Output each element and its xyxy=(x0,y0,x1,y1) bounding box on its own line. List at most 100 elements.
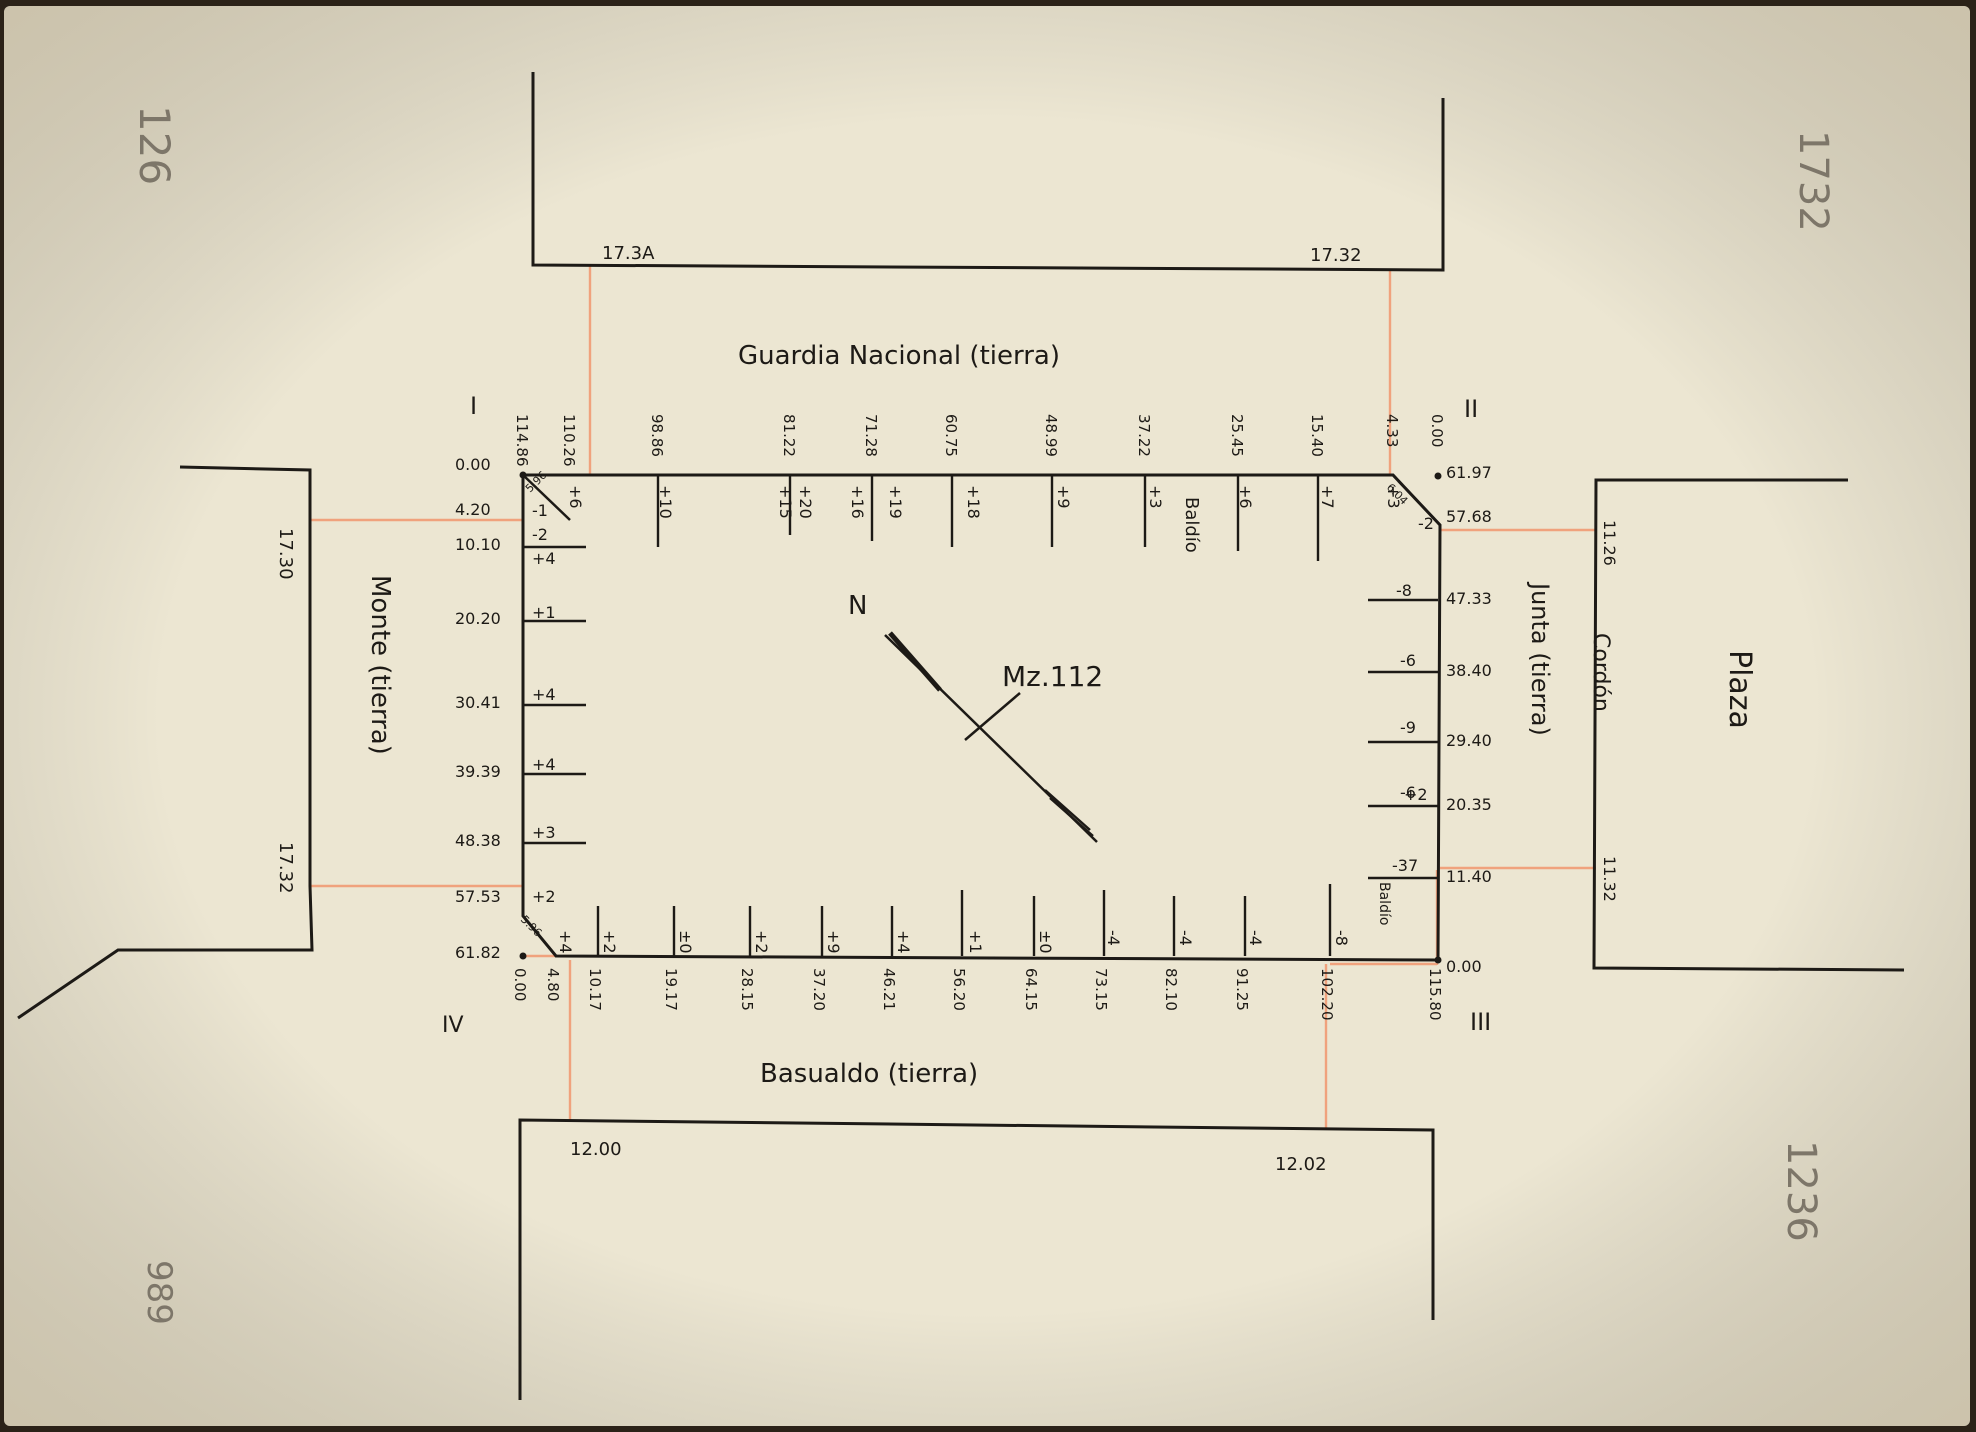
street-south-name: Basualdo (tierra) xyxy=(760,1059,978,1089)
width-north-right: 17.32 xyxy=(1310,245,1362,266)
south-distance-label: 37.20 xyxy=(810,968,828,1011)
south-width-label: -4 xyxy=(1104,930,1123,946)
east-width-label: -9 xyxy=(1400,718,1416,737)
corner-1-label: I xyxy=(470,392,477,420)
west-width-label: -1 xyxy=(532,501,548,520)
north-distance-label: 110.26 xyxy=(560,414,578,467)
south-distance-label: 10.17 xyxy=(586,968,604,1011)
lot-division-lines xyxy=(523,475,1438,956)
east-width-label: -6 xyxy=(1400,783,1416,802)
street-west-name: Monte (tierra) xyxy=(365,575,395,755)
south-distance-label: 102.20 xyxy=(1318,968,1336,1021)
south-distance-label: 56.20 xyxy=(950,968,968,1011)
corner-4-label: IV xyxy=(442,1013,464,1038)
north-width-label: +7 xyxy=(1318,485,1337,509)
south-width-label: -4 xyxy=(1246,930,1265,946)
west-distance-label: 10.10 xyxy=(455,535,501,554)
south-distance-label: 0.00 xyxy=(511,968,529,1001)
south-distance-label: 82.10 xyxy=(1162,968,1180,1011)
north-distance-label: 25.45 xyxy=(1228,414,1246,457)
east-width-label: -8 xyxy=(1396,581,1412,600)
north-width-label: +9 xyxy=(1054,485,1073,509)
west-width-label: +1 xyxy=(532,603,556,622)
west-distance-label: 57.53 xyxy=(455,887,501,906)
width-south-left: 12.00 xyxy=(570,1139,622,1160)
east-distance-label: 29.40 xyxy=(1446,731,1492,750)
plaza-label: Plaza xyxy=(1722,650,1757,729)
south-width-label: +1 xyxy=(966,930,985,954)
corner-3-label: III xyxy=(1470,1008,1491,1036)
east-baldio-label: Baldío xyxy=(1376,882,1392,925)
south-distance-label: 46.21 xyxy=(880,968,898,1011)
north-distance-label: 114.86 xyxy=(513,414,531,467)
south-side-widths: +4+2±0+2+9+4+1±0-4-4-4-8 xyxy=(556,930,1351,954)
north-distance-label: 15.40 xyxy=(1308,414,1326,457)
north-distance-label: 0.00 xyxy=(1428,414,1446,447)
south-width-label: +4 xyxy=(556,930,575,954)
south-distance-label: 91.25 xyxy=(1233,968,1251,1011)
north-label: N xyxy=(848,591,867,621)
north-distance-label: 60.75 xyxy=(942,414,960,457)
west-width-label: +4 xyxy=(532,685,556,704)
north-width-label: +19 xyxy=(886,485,905,519)
width-west-bottom: 17.32 xyxy=(275,842,296,894)
north-width-label: +3 xyxy=(1384,485,1403,509)
north-distance-label: 98.86 xyxy=(648,414,666,457)
west-side-distances: 0.004.2010.1020.2030.4139.3948.3857.5361… xyxy=(455,455,501,962)
north-distance-label: 37.22 xyxy=(1135,414,1153,457)
north-width-label: +3 xyxy=(1146,485,1165,509)
north-distance-label: 71.28 xyxy=(862,414,880,457)
width-east-bottom: 11.32 xyxy=(1600,856,1619,902)
north-baldio-label: Baldío xyxy=(1181,497,1202,553)
west-distance-label: 61.82 xyxy=(455,943,501,962)
corner-2-label: II xyxy=(1464,395,1478,423)
north-width-label: +6 xyxy=(1236,485,1255,509)
south-distance-label: 64.15 xyxy=(1022,968,1040,1011)
block-label: Mz.112 xyxy=(1002,660,1103,693)
west-distance-label: 4.20 xyxy=(455,500,491,519)
east-width-label: -6 xyxy=(1400,651,1416,670)
north-distance-label: 4.33 xyxy=(1383,414,1401,447)
north-arrow-icon xyxy=(884,631,1098,843)
south-width-label: +2 xyxy=(752,930,771,954)
south-width-label: +2 xyxy=(600,930,619,954)
margin-note-top-right: 1732 xyxy=(1790,130,1836,232)
north-width-label: +20 xyxy=(796,485,815,519)
south-width-label: -8 xyxy=(1332,930,1351,946)
margin-note-top-left: 126 xyxy=(130,105,179,185)
south-width-label: +9 xyxy=(824,930,843,954)
east-distance-label: 0.00 xyxy=(1446,957,1482,976)
west-distance-label: 0.00 xyxy=(455,455,491,474)
north-distance-label: 48.99 xyxy=(1042,414,1060,457)
width-west-top: 17.30 xyxy=(275,528,296,580)
south-width-label: -4 xyxy=(1176,930,1195,946)
west-distance-label: 30.41 xyxy=(455,693,501,712)
west-distance-label: 39.39 xyxy=(455,762,501,781)
east-width-label: +2 xyxy=(1404,785,1428,804)
north-width-label: +18 xyxy=(964,485,983,519)
street-north-name: Guardia Nacional (tierra) xyxy=(738,341,1060,371)
west-side-widths: -1-2+4+1+4+4+3+2 xyxy=(532,501,556,906)
street-east-curb: Cordón xyxy=(1588,633,1613,712)
south-distance-label: 19.17 xyxy=(662,968,680,1011)
north-width-label: +10 xyxy=(656,485,675,519)
east-distance-label: 11.40 xyxy=(1446,867,1492,886)
west-width-label: -2 xyxy=(532,525,548,544)
width-east-top: 11.26 xyxy=(1600,520,1619,566)
west-width-label: +4 xyxy=(532,755,556,774)
west-width-label: +3 xyxy=(532,823,556,842)
north-side-widths: +6+10+15+20+16+19+18+9+3+6+7+3 xyxy=(566,485,1403,519)
south-distance-label: 115.80 xyxy=(1426,968,1444,1021)
width-north-left: 17.3A xyxy=(602,243,655,264)
north-block-outline xyxy=(531,72,1445,272)
south-block-outline xyxy=(518,1118,1435,1400)
east-distance-label: 38.40 xyxy=(1446,661,1492,680)
east-distance-label: 61.97 xyxy=(1446,463,1492,482)
south-distance-label: 73.15 xyxy=(1092,968,1110,1011)
west-distance-label: 48.38 xyxy=(455,831,501,850)
east-block-outline xyxy=(1592,478,1905,972)
